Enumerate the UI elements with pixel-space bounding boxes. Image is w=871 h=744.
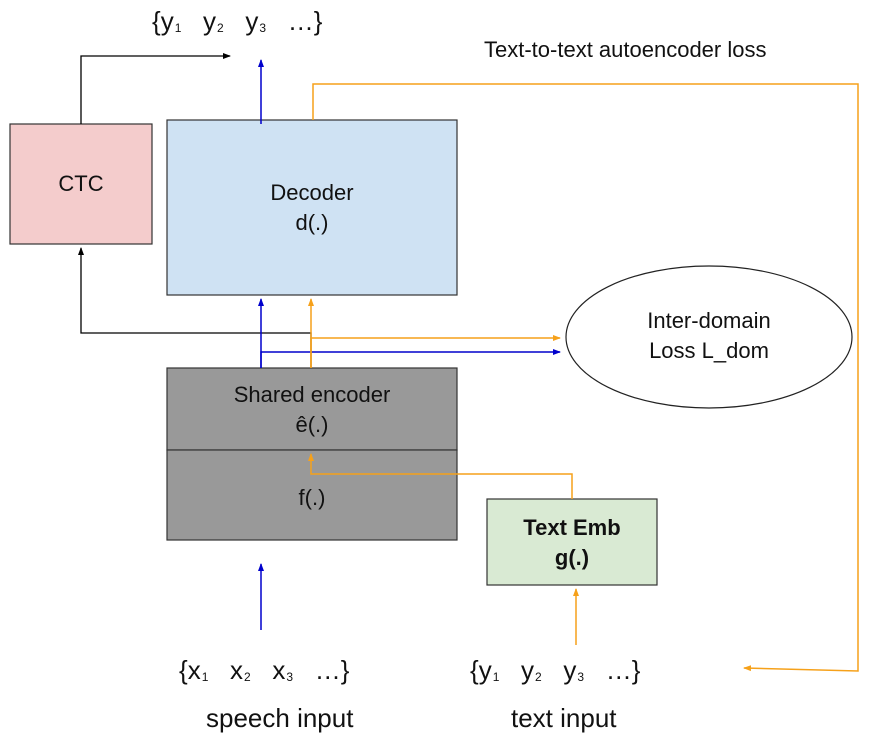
output-token: y1 — [161, 6, 182, 36]
text-emb-box — [486, 498, 658, 586]
text-token-value: y — [521, 655, 535, 685]
text-sequence: {y1 y2 y3 …} — [470, 655, 640, 686]
speech-token-value: x — [272, 655, 286, 685]
text-emb-function: g(.) — [554, 545, 590, 570]
text-token-value: y — [478, 655, 492, 685]
f-label: f(.) — [298, 485, 326, 510]
speech-token-subscript: 1 — [201, 670, 209, 684]
text-token-value: y — [563, 655, 577, 685]
ctc-label: CTC — [58, 171, 104, 196]
speech-token: x3 — [272, 655, 293, 685]
output-token-subscript: 2 — [217, 21, 224, 35]
text-token-subscript: 2 — [535, 670, 542, 684]
output-open-brace: { — [152, 6, 161, 36]
ctc-box — [9, 123, 153, 245]
output-token-value: y — [245, 6, 259, 36]
text-emb-to-encoder-arrow — [308, 453, 573, 499]
shared-encoder-function: ê(.) — [295, 412, 329, 437]
text-input-label: text input — [511, 703, 617, 733]
text-emb-name: Text Emb — [523, 515, 621, 540]
inter-domain-ellipse — [565, 265, 853, 409]
inter-domain-label: Inter-domain Loss L_dom — [566, 306, 852, 366]
text-token-subscript: 3 — [577, 670, 585, 684]
text-emb-label: Text Emb g(.) — [487, 513, 657, 573]
decoder-function: d(.) — [295, 210, 329, 235]
autoencoder-loss-label: Text-to-text autoencoder loss — [484, 37, 767, 62]
inter-domain-name: Inter-domain — [647, 308, 771, 333]
speech-input-label: speech input — [206, 703, 354, 733]
output-sequence: {y1 y2 y3 …} — [152, 6, 322, 37]
ctc-to-output-arrow — [80, 53, 231, 124]
shared-encoder-box — [166, 367, 458, 451]
inter-domain-loss: Loss L_dom — [649, 338, 769, 363]
text-token: y3 — [563, 655, 584, 685]
shared-encoder-name: Shared encoder — [233, 382, 391, 407]
speech-sequence: {x1 x2 x3 …} — [179, 655, 349, 686]
decoder-box — [166, 119, 458, 296]
output-token: y2 — [203, 6, 224, 36]
text-token: y2 — [521, 655, 542, 685]
output-ellipsis: … — [287, 6, 314, 36]
output-close-brace: } — [313, 6, 323, 36]
speech-token-value: x — [230, 655, 244, 685]
text-token: y1 — [479, 655, 500, 685]
speech-to-interdomain-arrow — [260, 349, 561, 368]
autoencoder-loss-arrow — [312, 83, 859, 672]
speech-ellipsis: … — [314, 655, 341, 685]
text-ellipsis: … — [605, 655, 632, 685]
output-token-value: y — [160, 6, 174, 36]
text-token-subscript: 1 — [492, 670, 500, 684]
speech-open-brace: { — [179, 655, 188, 685]
f-box — [166, 449, 458, 541]
speech-token: x1 — [188, 655, 209, 685]
text-open-brace: { — [470, 655, 479, 685]
output-token-subscript: 3 — [259, 21, 267, 35]
shared-encoder-label: Shared encoder ê(.) — [167, 380, 457, 440]
decoder-name: Decoder — [270, 180, 354, 205]
speech-token-value: x — [187, 655, 201, 685]
output-token-subscript: 1 — [174, 21, 182, 35]
speech-token-subscript: 3 — [286, 670, 294, 684]
speech-close-brace: } — [340, 655, 350, 685]
speech-token: x2 — [230, 655, 251, 685]
speech-token-subscript: 2 — [244, 670, 251, 684]
output-token: y3 — [245, 6, 266, 36]
text-close-brace: } — [631, 655, 641, 685]
output-token-value: y — [203, 6, 217, 36]
decoder-label: Decoder d(.) — [167, 178, 457, 238]
text-to-interdomain-arrow — [310, 335, 561, 368]
